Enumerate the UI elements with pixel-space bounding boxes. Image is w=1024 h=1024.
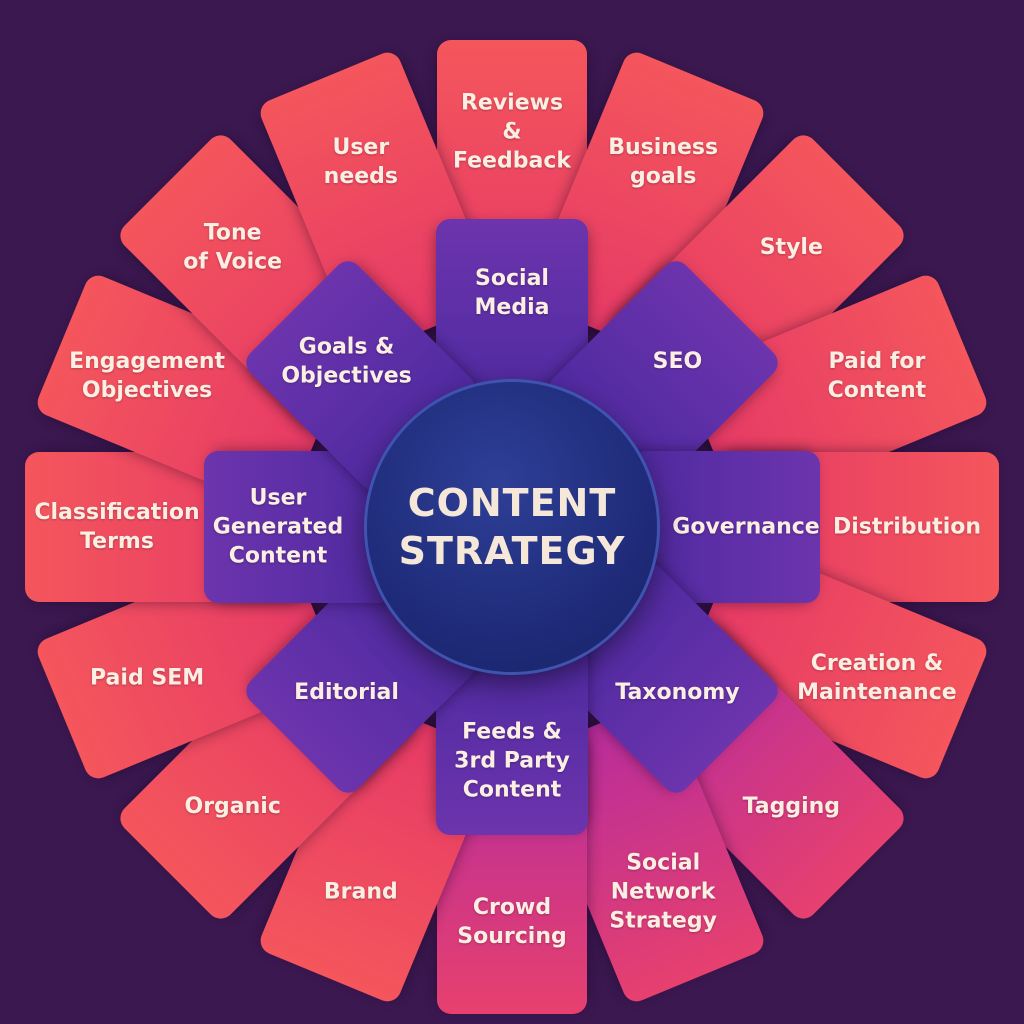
inner-label: Editorial	[294, 679, 399, 705]
center-title: CONTENT STRATEGY	[398, 481, 626, 573]
outer-label: User needs	[323, 135, 399, 190]
outer-label: Engagement Objectives	[69, 348, 226, 403]
center-circle: CONTENT STRATEGY	[367, 382, 657, 672]
outer-label: Creation & Maintenance	[797, 651, 957, 706]
inner-label: Governance	[672, 514, 820, 540]
inner-label: User Generated Content	[212, 485, 344, 569]
inner-label: Goals & Objectives	[281, 334, 412, 389]
outer-label-anchor: Reviews & Feedback	[437, 40, 587, 312]
outer-label: Organic	[184, 793, 281, 819]
inner-label: SEO	[652, 349, 703, 375]
inner-label: Taxonomy	[615, 679, 740, 705]
inner-label: Social Media	[474, 266, 550, 320]
inner-label: Feeds & 3rd Party Content	[454, 719, 570, 803]
outer-label: Reviews & Feedback	[453, 90, 571, 174]
outer-label: Style	[759, 235, 823, 261]
outer-label: Brand	[323, 879, 398, 905]
outer-label: Business goals	[608, 135, 719, 190]
outer-label: Paid SEM	[90, 665, 205, 691]
outer-label: Paid for Content	[827, 348, 927, 403]
